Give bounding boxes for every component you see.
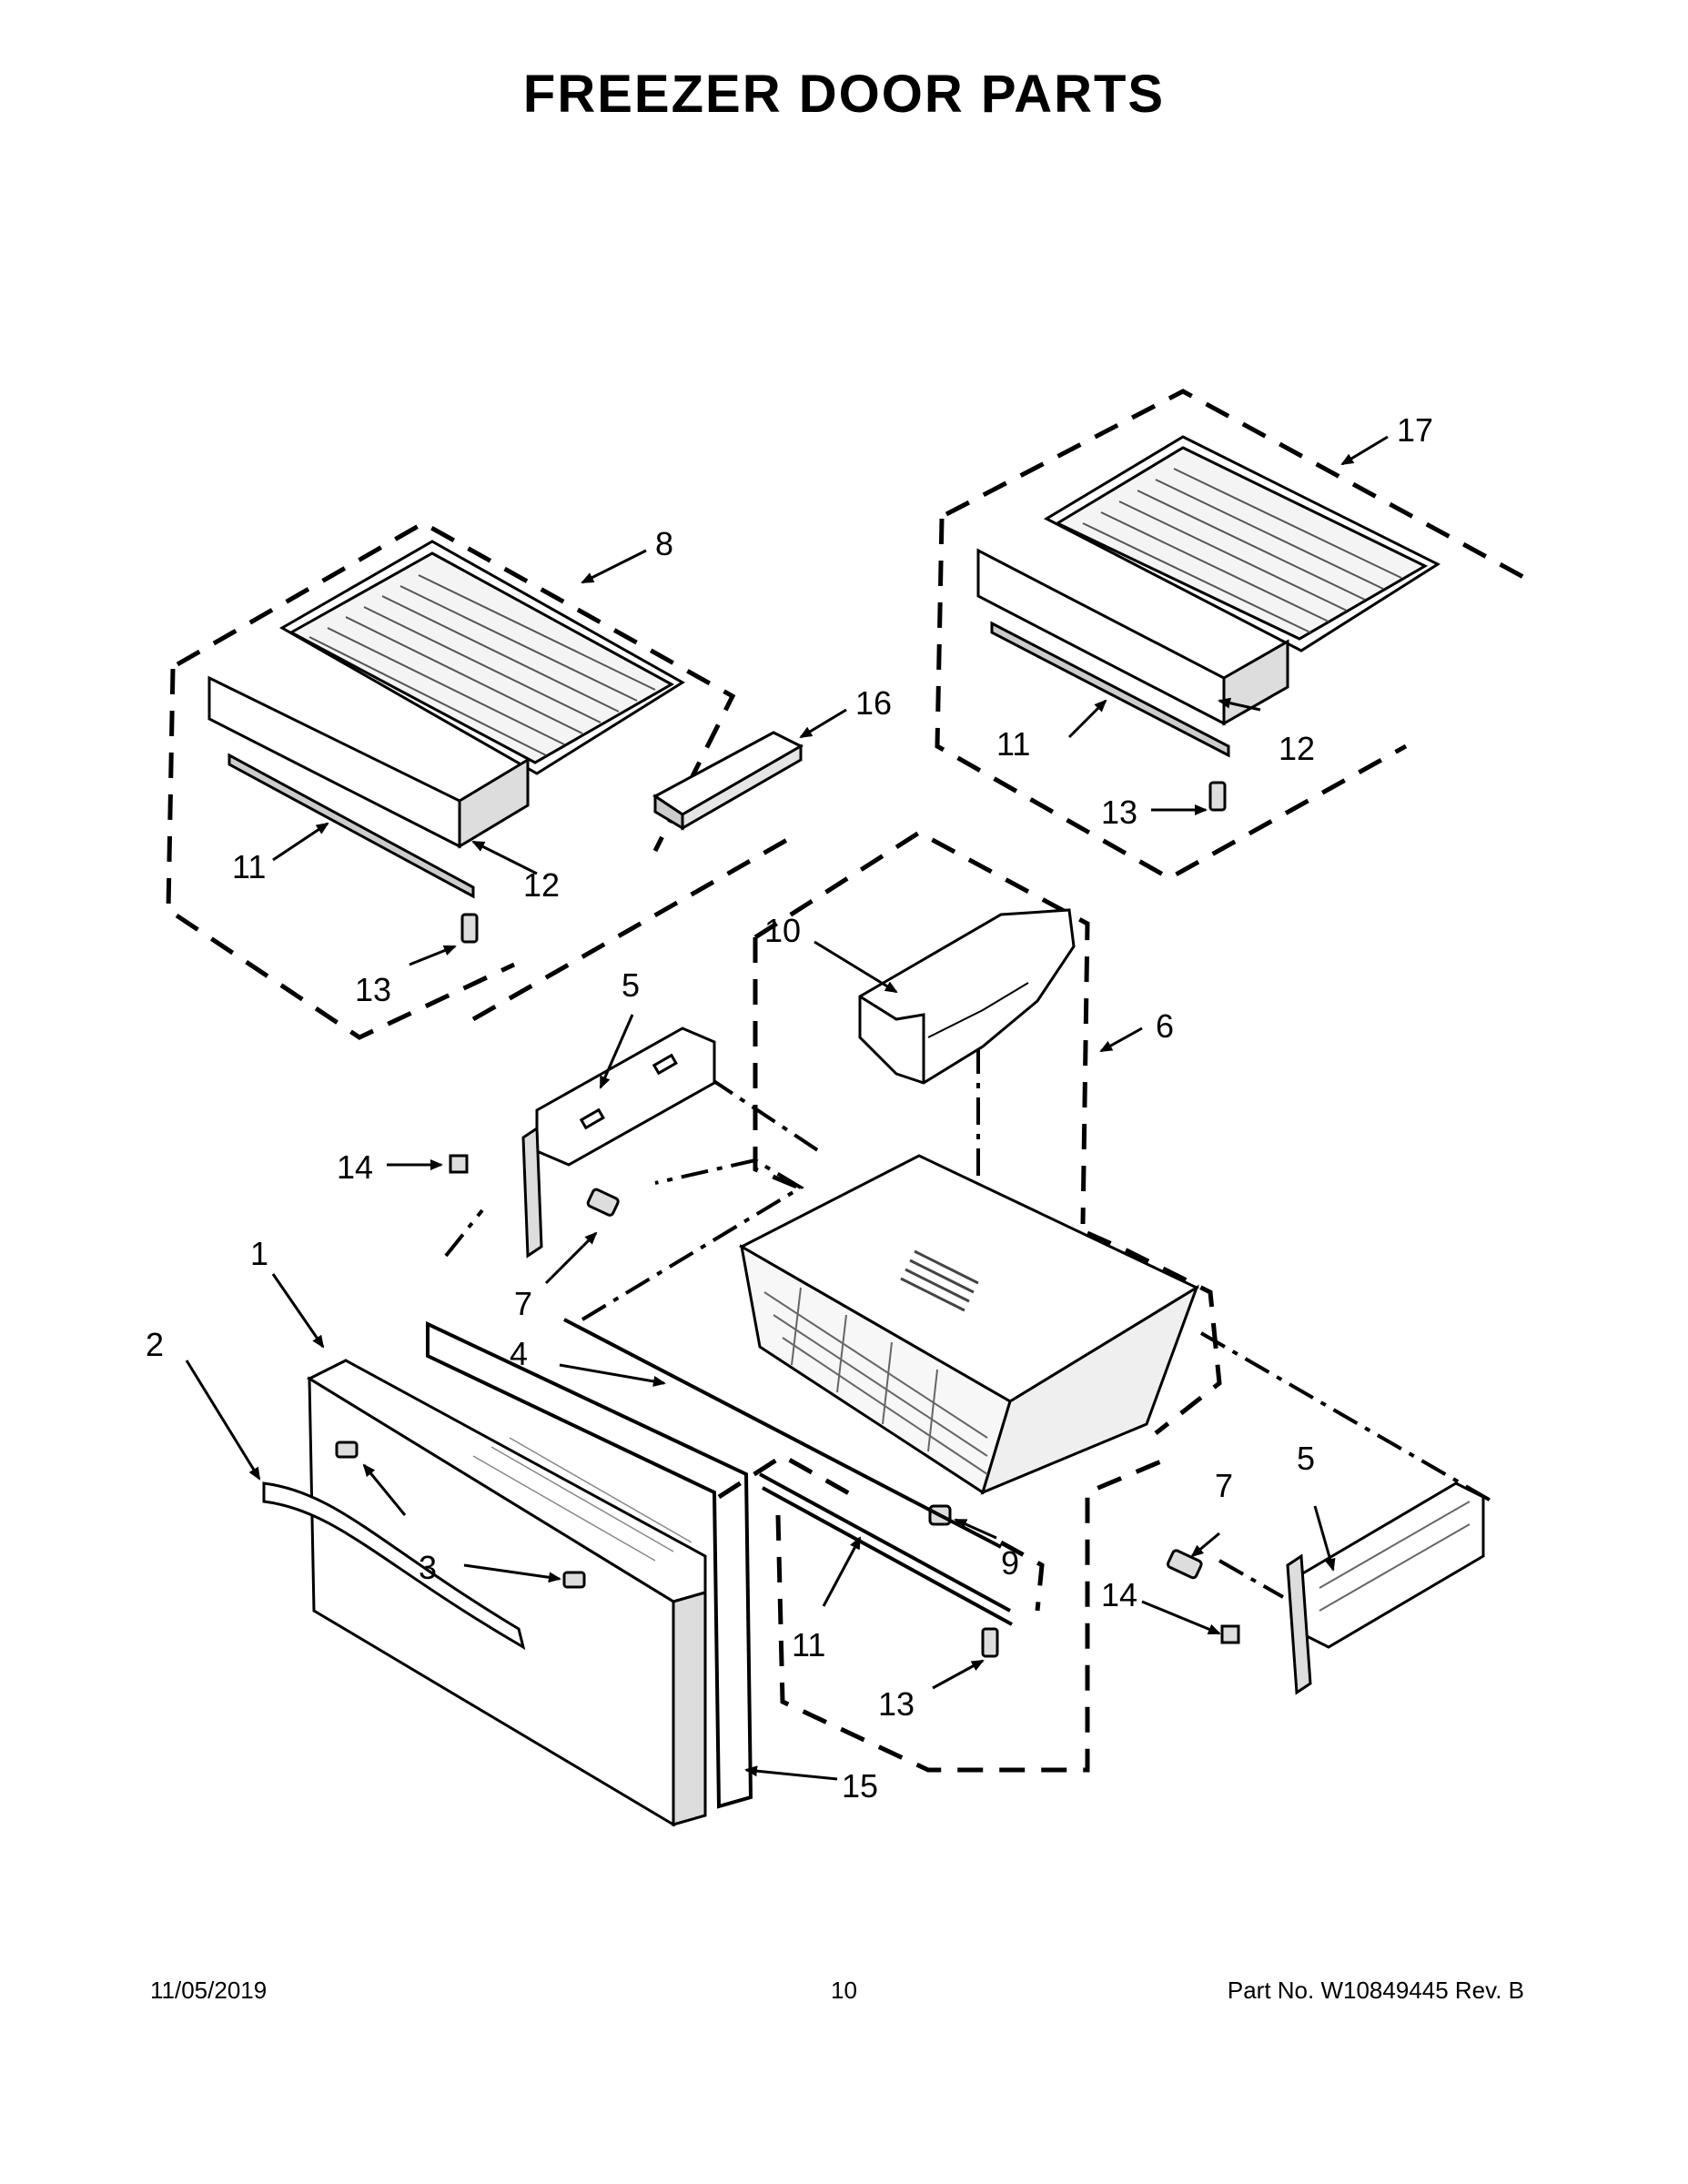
page-title: FREEZER DOOR PARTS xyxy=(522,65,1166,124)
callout-6: 6 xyxy=(1156,1007,1174,1045)
callout-14-right: 14 xyxy=(1101,1576,1137,1613)
module-16-illustration xyxy=(652,731,804,831)
screw-7-left xyxy=(586,1188,620,1217)
callout-12-left: 12 xyxy=(523,866,560,904)
callout-11-right: 11 xyxy=(996,725,1030,763)
callout-13-right: 13 xyxy=(1101,794,1137,831)
callout-3: 3 xyxy=(419,1549,437,1586)
handle-2-illustration xyxy=(262,1481,526,1651)
callout-8: 8 xyxy=(655,525,673,562)
screw-7-right xyxy=(1166,1549,1203,1580)
callout-13-left: 13 xyxy=(355,971,391,1008)
callout-14-left: 14 xyxy=(337,1148,373,1186)
door-1-illustration xyxy=(306,1359,707,1827)
callout-5-left: 5 xyxy=(622,966,640,1004)
footer-date: 11/05/2019 xyxy=(150,1977,268,2004)
footer-part-number: Part No. W10849445 Rev. B xyxy=(1227,1977,1524,2004)
footer-page-number: 10 xyxy=(831,1977,857,2004)
callout-7-right: 7 xyxy=(1215,1467,1233,1504)
callout-16: 16 xyxy=(855,684,892,722)
callout-2: 2 xyxy=(146,1326,164,1363)
callout-15: 15 xyxy=(842,1767,878,1805)
group-outline-bin xyxy=(753,830,1090,1225)
slide-rail-5-right-illustration xyxy=(1286,1481,1485,1695)
callout-17: 17 xyxy=(1397,411,1433,449)
callout-4: 4 xyxy=(510,1335,528,1372)
callout-11-left: 11 xyxy=(232,848,266,885)
group-outline-right-shelf xyxy=(945,389,1535,585)
callout-13-bottom: 13 xyxy=(878,1685,915,1723)
callout-12-right: 12 xyxy=(1279,730,1315,767)
shelf-8-illustration xyxy=(207,540,685,899)
handle-screw-3-icons xyxy=(335,1441,586,1589)
callout-1: 1 xyxy=(250,1235,268,1272)
callout-5-right: 5 xyxy=(1297,1440,1315,1477)
callout-11-bottom: 11 xyxy=(792,1626,825,1663)
rod-illustrations xyxy=(563,1318,1013,1626)
small-bin-10-illustration xyxy=(858,908,1076,1085)
callout-leaders xyxy=(185,435,1389,1781)
callout-7-left: 7 xyxy=(514,1285,532,1322)
clip-14-icons xyxy=(449,1154,1240,1644)
basket-6-illustration xyxy=(738,1154,1200,1495)
gasket-15-illustration xyxy=(426,1320,753,1809)
callout-9: 9 xyxy=(1001,1544,1019,1582)
screw-13-icons xyxy=(460,781,1227,1658)
slide-rail-5-left-illustration xyxy=(521,1026,716,1259)
group-outline-left-shelf xyxy=(176,521,736,853)
callout-10: 10 xyxy=(764,912,801,949)
shelf-17-illustration xyxy=(976,435,1441,758)
group-outline-rail xyxy=(717,1453,857,1500)
